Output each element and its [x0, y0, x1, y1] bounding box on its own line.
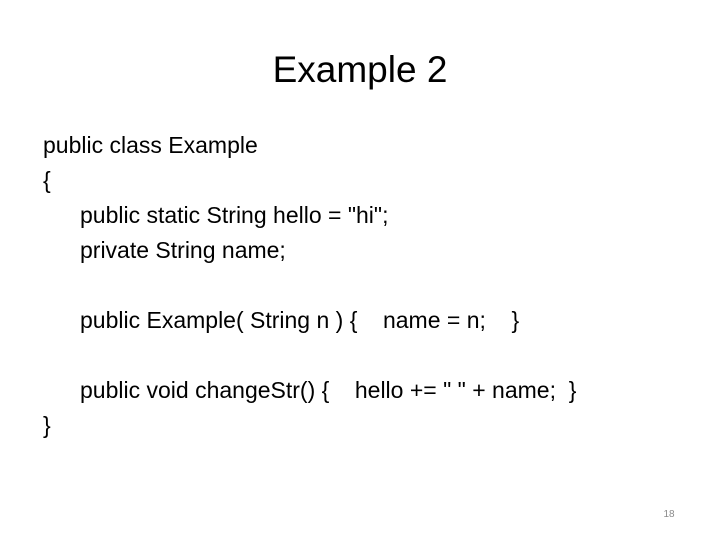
code-line-instance-field: private String name; [80, 237, 286, 263]
code-line-class-declaration: public class Example [43, 132, 258, 158]
code-line-static-field: public static String hello = "hi"; [80, 202, 389, 228]
code-line-close-brace: } [43, 412, 51, 438]
slide-title: Example 2 [272, 49, 448, 90]
code-line-method: public void changeStr() { hello += " " +… [80, 377, 577, 403]
code-line-constructor: public Example( String n ) { name = n; } [80, 307, 520, 333]
code-line-open-brace: { [43, 167, 51, 193]
page-number: 18 [663, 509, 675, 520]
code-block: public class Example { public static Str… [43, 128, 703, 443]
code-line-blank [43, 338, 703, 373]
code-line-blank [43, 268, 703, 303]
